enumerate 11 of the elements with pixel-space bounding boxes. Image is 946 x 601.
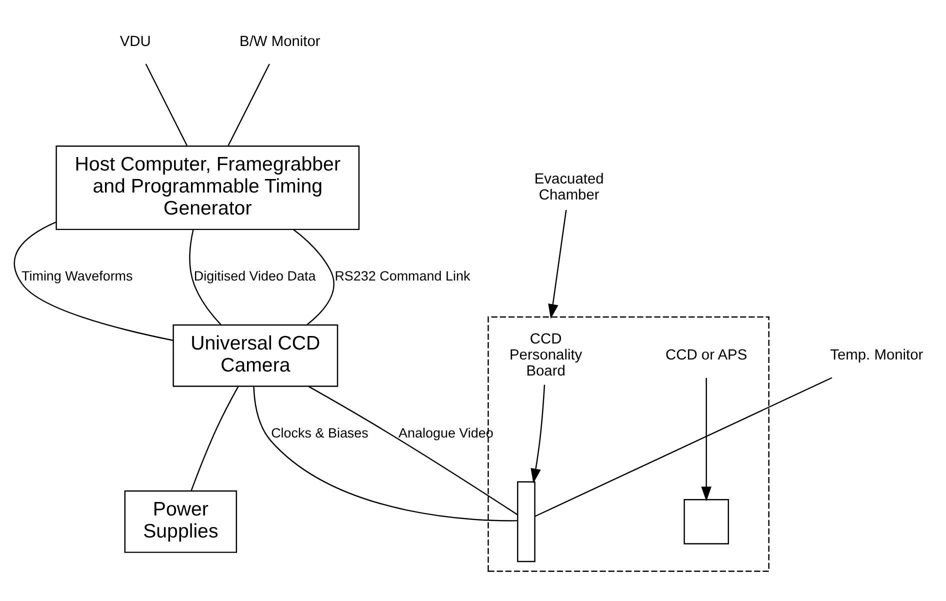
- node-text: Evacuated Chamber: [534, 172, 604, 204]
- node-text: VDU: [119, 34, 150, 50]
- edge-label: Digitised Video Data: [193, 268, 316, 284]
- node-text: CCD Personality Board: [508, 332, 582, 380]
- edge-label: Analogue Video: [398, 425, 493, 440]
- node-text: Temp. Monitor: [830, 347, 923, 364]
- edge-label: Timing Waveforms: [21, 268, 132, 284]
- node-text: CCD or APS: [665, 347, 747, 364]
- node-text: B/W Monitor: [239, 34, 320, 50]
- edge-label: RS232 Command Link: [334, 268, 470, 284]
- edge-label: Clocks & Biases: [270, 425, 368, 440]
